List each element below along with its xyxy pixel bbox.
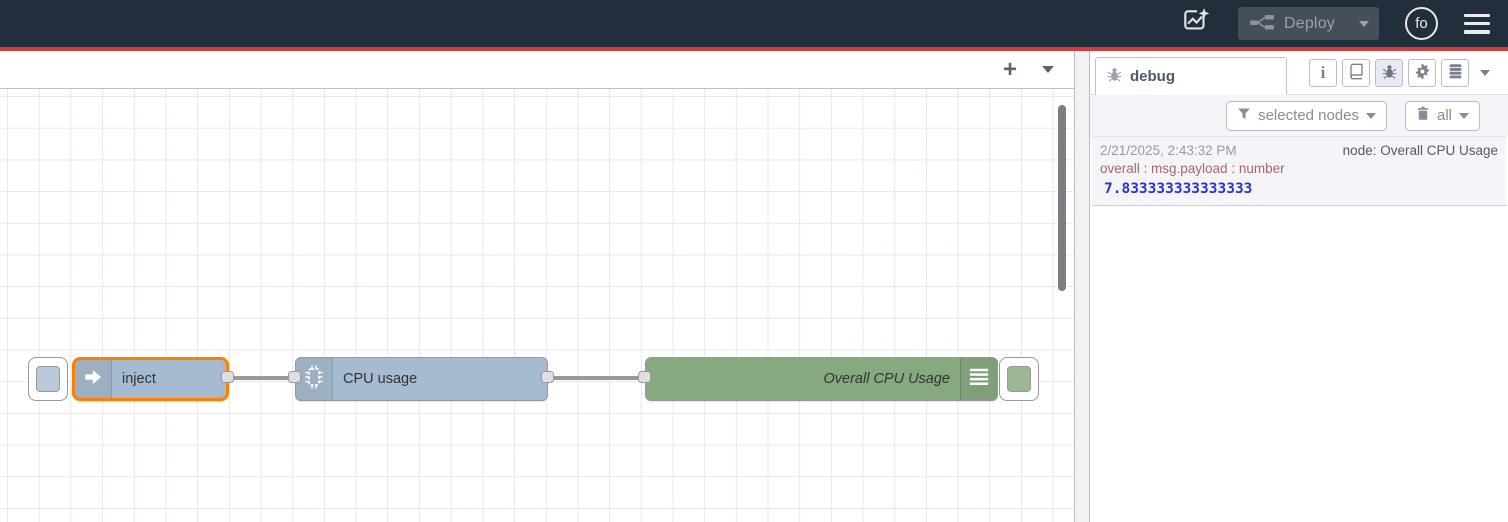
tab-info-button[interactable]: i (1309, 59, 1337, 87)
tab-debug-button[interactable] (1375, 59, 1403, 87)
debug-toolbar: selected nodes all (1090, 95, 1508, 136)
inject-node-icon-region (75, 360, 112, 398)
node-label: Overall CPU Usage (823, 371, 950, 387)
wire-inject-to-cpu[interactable] (230, 376, 300, 380)
gear-icon (1414, 63, 1431, 83)
database-icon (1447, 63, 1464, 83)
port-debug-input[interactable] (638, 371, 651, 383)
debug-filter-button[interactable]: selected nodes (1226, 100, 1387, 131)
tab-config-button[interactable] (1408, 59, 1436, 87)
node-label: inject (122, 371, 156, 387)
flow-tab-bar: + (0, 51, 1074, 89)
deploy-options-button[interactable] (1349, 7, 1379, 40)
debug-toggle-button[interactable] (999, 357, 1039, 401)
chevron-down-icon (1480, 70, 1490, 76)
debug-filter-label: selected nodes (1258, 107, 1359, 124)
flow-sparkle-icon (1181, 7, 1211, 40)
canvas-vertical-scrollbar[interactable] (1058, 105, 1066, 291)
port-cpu-input[interactable] (288, 371, 301, 383)
deploy-icon (1249, 14, 1274, 33)
tab-context-button[interactable] (1441, 59, 1469, 87)
tab-debug[interactable]: debug (1095, 57, 1287, 95)
debug-message-property: overall : msg.payload : number (1100, 161, 1285, 176)
sidebar-tab-bar: debug i (1090, 51, 1508, 95)
debug-message-node: node: Overall CPU Usage (1342, 143, 1498, 158)
node-label: CPU usage (343, 371, 418, 387)
header-accent-line (0, 47, 1508, 51)
menu-icon (1464, 13, 1490, 17)
cpu-chip-icon (302, 364, 326, 395)
debug-clear-button[interactable]: all (1404, 100, 1480, 131)
inject-trigger-inner (36, 366, 60, 392)
deploy-label: Deploy (1283, 14, 1335, 32)
debug-message[interactable]: 2/21/2025, 2:43:32 PM node: Overall CPU … (1092, 136, 1506, 206)
node-debug-overall-cpu[interactable]: Overall CPU Usage (645, 357, 998, 401)
debug-message-list[interactable]: 2/21/2025, 2:43:32 PM node: Overall CPU … (1090, 136, 1508, 522)
debug-clear-label: all (1436, 107, 1452, 124)
bug-icon (1106, 66, 1123, 88)
deploy-button-group: Deploy (1237, 7, 1379, 40)
deploy-button[interactable]: Deploy (1238, 7, 1349, 40)
sidebar: debug i (1089, 51, 1508, 522)
inject-arrow-icon (82, 366, 104, 393)
debug-message-timestamp: 2/21/2025, 2:43:32 PM (1100, 143, 1237, 158)
funnel-icon (1237, 107, 1251, 125)
flow-canvas[interactable]: inject CPU usage (0, 89, 1074, 522)
debug-node-icon-region (960, 358, 997, 400)
workspace: + (0, 51, 1075, 522)
flow-assistant-button[interactable] (1176, 4, 1216, 44)
avatar-initials: fo (1415, 15, 1428, 32)
main-area: + (0, 51, 1508, 522)
chevron-down-icon (1042, 66, 1054, 73)
bug-icon (1381, 63, 1398, 83)
plus-icon: + (1002, 55, 1017, 83)
main-menu-button[interactable] (1464, 13, 1490, 34)
sidebar-splitter[interactable] (1075, 51, 1089, 522)
chevron-down-icon (1359, 20, 1369, 27)
node-inject[interactable]: inject (72, 357, 229, 401)
node-cpu-usage[interactable]: CPU usage (295, 357, 548, 401)
tab-debug-label: debug (1130, 68, 1175, 85)
flow-list-button[interactable] (1034, 56, 1062, 84)
cpu-node-icon-region (296, 358, 333, 400)
user-avatar[interactable]: fo (1405, 7, 1438, 40)
chevron-down-icon (1459, 112, 1469, 119)
inject-trigger-button[interactable] (28, 357, 68, 401)
tab-help-button[interactable] (1342, 59, 1370, 87)
port-cpu-output[interactable] (541, 371, 554, 383)
chevron-down-icon (1365, 112, 1376, 119)
debug-toggle-inner (1007, 366, 1031, 392)
debug-console-icon (968, 365, 990, 394)
port-inject-output[interactable] (221, 371, 234, 383)
debug-message-meta: 2/21/2025, 2:43:32 PM node: Overall CPU … (1100, 141, 1498, 160)
app-header: Deploy fo (0, 0, 1508, 47)
info-icon: i (1320, 63, 1326, 82)
trash-icon (1416, 106, 1430, 125)
book-icon (1348, 63, 1365, 83)
add-flow-button[interactable]: + (996, 56, 1024, 84)
wire-cpu-to-debug[interactable] (550, 376, 645, 380)
sidebar-more-tabs-button[interactable] (1474, 59, 1496, 87)
sidebar-icon-bar: i (1309, 59, 1496, 87)
debug-message-value[interactable]: 7.833333333333333 (1104, 181, 1253, 197)
